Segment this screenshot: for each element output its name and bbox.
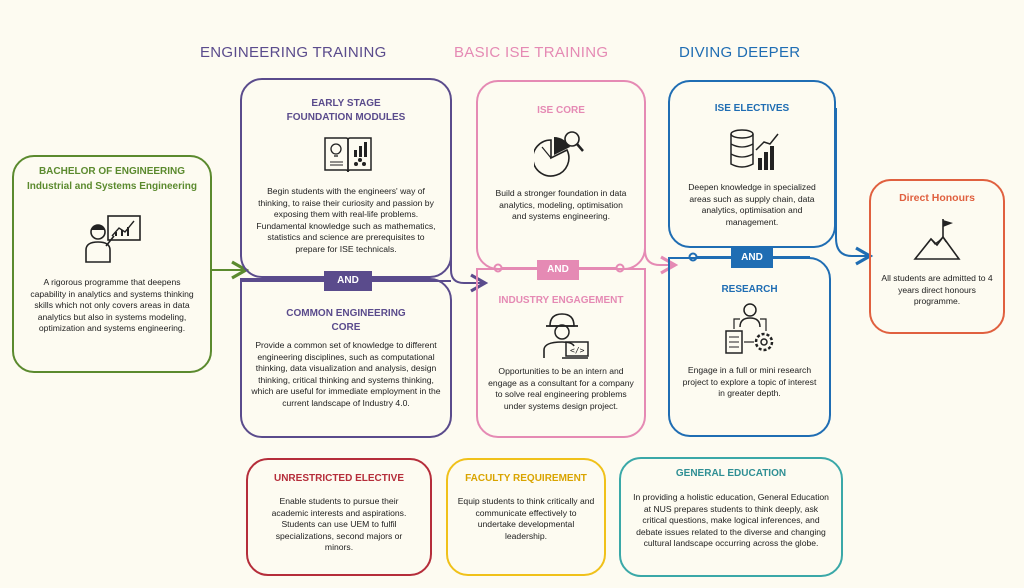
basic-ise-training-title: BASIC ISE TRAINING <box>454 44 609 61</box>
common-core-subtitle: CORE <box>331 322 361 333</box>
early-stage-description: Begin students with the engineers' way o… <box>256 186 436 254</box>
faculty-requirement-title: FACULTY REQUIREMENT <box>465 473 587 484</box>
ise-electives-card: ISE ELECTIVES Deepen knowledge in specia… <box>668 80 836 248</box>
early-stage-title: EARLY STAGE <box>311 98 381 109</box>
industry-engagement-title: INDUSTRY ENGAGEMENT <box>498 295 624 306</box>
general-education-description: In providing a holistic education, Gener… <box>633 492 829 549</box>
common-core-description: Provide a common set of knowledge to dif… <box>251 340 441 408</box>
mountain-flag-icon <box>913 219 961 260</box>
ise-core-title: ISE CORE <box>537 105 585 116</box>
ise-electives-description: Deepen knowledge in specialized areas su… <box>688 182 816 227</box>
unrestricted-elective-title: UNRESTRICTED ELECTIVE <box>273 473 404 484</box>
faculty-requirement-card: FACULTY REQUIREMENT Equip students to th… <box>446 458 606 576</box>
general-education-title: GENERAL EDUCATION <box>675 468 787 479</box>
industry-engagement-card: INDUSTRY ENGAGEMENT </> Opportunities to… <box>476 268 646 438</box>
engineer-icon: </> <box>543 313 589 359</box>
diving-deeper-title: DIVING DEEPER <box>679 44 801 61</box>
unrestricted-elective-card: UNRESTRICTED ELECTIVE Enable students to… <box>246 458 432 576</box>
industry-engagement-description: Opportunities to be an intern and engage… <box>488 366 634 411</box>
database-growth-icon <box>730 129 779 170</box>
bachelor-of-engineering-card: BACHELOR OF ENGINEERING Industrial and S… <box>12 155 212 373</box>
faculty-requirement-description: Equip students to think critically and c… <box>457 496 595 541</box>
engineering-and-connector: AND <box>324 271 372 291</box>
common-core-title: COMMON ENGINEERING <box>286 308 406 319</box>
research-title: RESEARCH <box>721 284 778 295</box>
direct-honours-description: All students are admitted to 4 years dir… <box>881 273 993 307</box>
ise-core-card: ISE CORE Build a stronger foundation in … <box>476 80 646 270</box>
bachelor-description: A rigorous programme that deepens capabi… <box>30 277 194 334</box>
direct-honours-title: Direct Honours <box>899 192 975 204</box>
book-icon <box>324 137 372 173</box>
general-education-card: GENERAL EDUCATION In providing a holisti… <box>619 457 843 577</box>
bachelor-title: BACHELOR OF ENGINEERING <box>38 166 186 177</box>
presenter-icon <box>85 215 141 263</box>
chart-magnifier-icon <box>534 131 584 177</box>
early-stage-foundation-card: EARLY STAGE FOUNDATION MODULES Begin stu… <box>240 78 452 278</box>
common-engineering-core-card: COMMON ENGINEERING CORE Provide a common… <box>240 278 452 438</box>
research-description: Engage in a full or mini research projec… <box>682 365 817 399</box>
unrestricted-elective-description: Enable students to pursue their academic… <box>271 496 407 553</box>
engineering-training-title: ENGINEERING TRAINING <box>200 44 387 61</box>
research-card: RESEARCH Engage in a full or mini resear… <box>668 257 831 437</box>
bachelor-subtitle: Industrial and Systems Engineering <box>26 181 198 192</box>
basic-and-connector: AND <box>537 260 579 280</box>
deeper-and-connector: AND <box>731 248 773 268</box>
early-stage-subtitle: FOUNDATION MODULES <box>286 112 406 123</box>
direct-honours-card: Direct Honours All students are admitted… <box>869 179 1005 334</box>
svg-text:</>: </> <box>570 346 585 355</box>
ise-electives-title: ISE ELECTIVES <box>714 103 790 114</box>
researcher-icon <box>725 303 774 354</box>
ise-core-description: Build a stronger foundation in data anal… <box>495 188 627 222</box>
